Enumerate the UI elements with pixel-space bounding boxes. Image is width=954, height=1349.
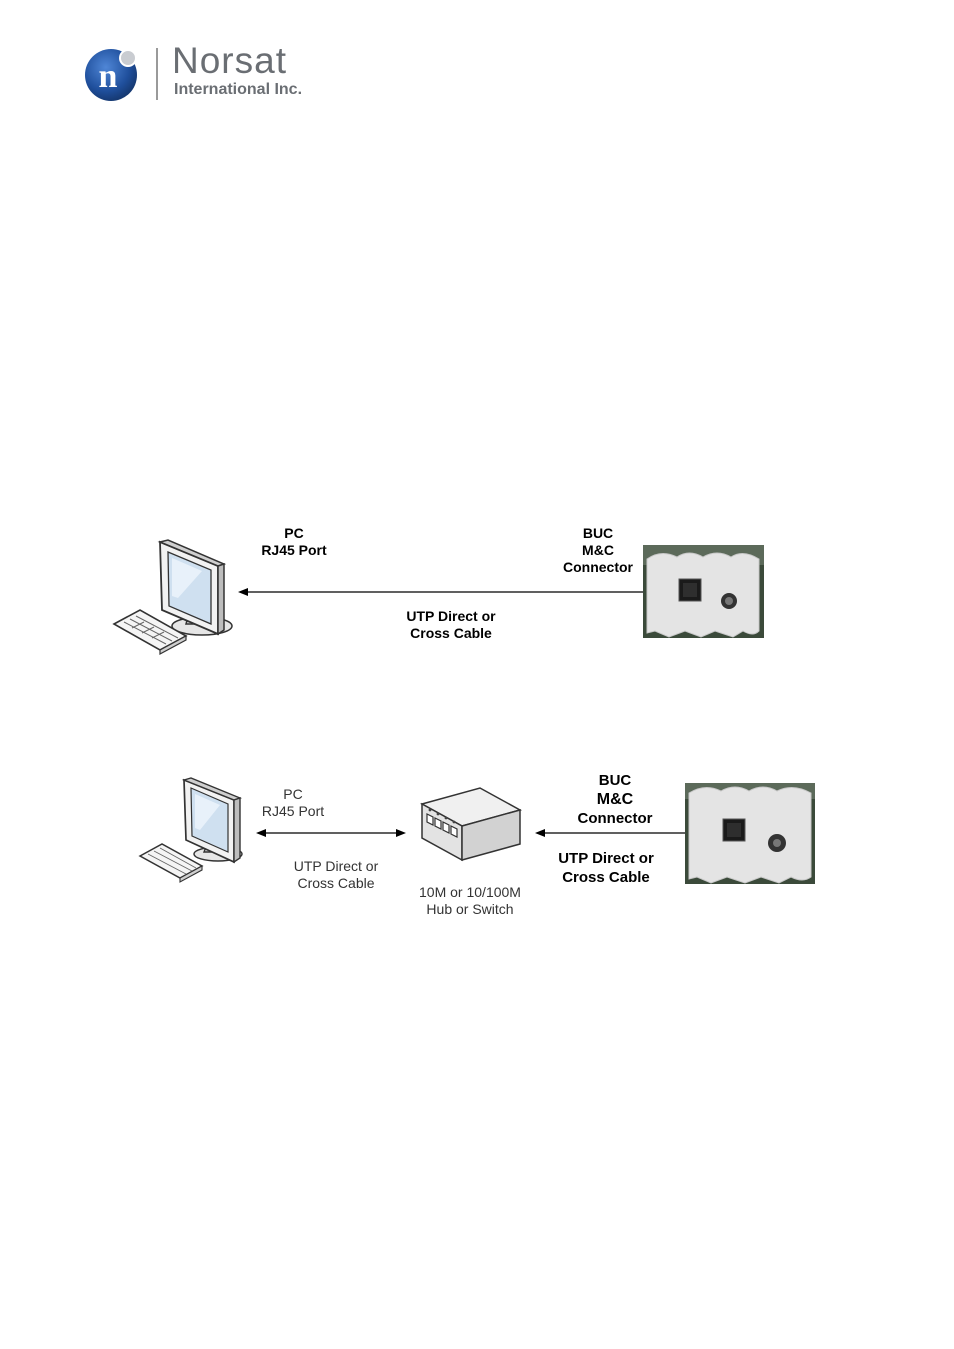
pc-label: PC RJ45 Port [240, 525, 348, 559]
logo-divider [156, 48, 158, 100]
logo-ball-icon: n [85, 49, 137, 101]
buc-label-line1: BUC [582, 525, 614, 541]
pc-hub-arrow [256, 829, 406, 837]
svg-text:n: n [99, 58, 118, 95]
pc-cable-label-line1: UTP Direct or [293, 858, 379, 874]
cable-arrow [238, 588, 674, 596]
hub-label-line1: 10M or 10/100M [419, 884, 521, 900]
company-logo: n Norsat International Inc. [84, 40, 324, 104]
buc-unit-photo [643, 545, 764, 638]
logo-name: Norsat [172, 40, 287, 81]
buc-label-2-line3: Connector [577, 810, 653, 827]
buc-label: BUC M&C Connector [546, 525, 650, 576]
pc-cable-label-line2: Cross Cable [297, 875, 375, 891]
pc-computer-icon [112, 539, 233, 656]
pc-label-line2: RJ45 Port [261, 542, 327, 558]
buc-label-line3: Connector [563, 559, 633, 575]
buc-cable-label-line1: UTP Direct or [558, 850, 654, 867]
cable-label-line2: Cross Cable [410, 625, 492, 641]
hub-label: 10M or 10/100M Hub or Switch [406, 884, 534, 918]
pc-label-2-line1: PC [283, 786, 303, 802]
buc-unit-photo-2 [685, 783, 815, 884]
hub-label-line2: Hub or Switch [426, 901, 514, 917]
cable-label-line1: UTP Direct or [406, 608, 496, 624]
pc-label-line1: PC [284, 525, 304, 541]
buc-label-2: BUC M&C Connector [560, 771, 670, 828]
pc-computer-icon-2 [138, 777, 243, 883]
buc-label-2-line2: M&C [596, 791, 634, 808]
buc-cable-label-line2: Cross Cable [562, 869, 650, 886]
logo-subtitle: International Inc. [174, 81, 303, 98]
pc-label-2: PC RJ45 Port [244, 786, 342, 820]
pc-label-2-line2: RJ45 Port [261, 803, 325, 819]
buc-label-2-line1: BUC [598, 772, 632, 789]
hub-switch-icon [420, 787, 522, 862]
cable-label: UTP Direct or Cross Cable [386, 608, 516, 642]
pc-cable-label: UTP Direct or Cross Cable [274, 858, 398, 892]
buc-cable-label: UTP Direct or Cross Cable [546, 849, 666, 887]
buc-label-line2: M&C [582, 542, 614, 558]
